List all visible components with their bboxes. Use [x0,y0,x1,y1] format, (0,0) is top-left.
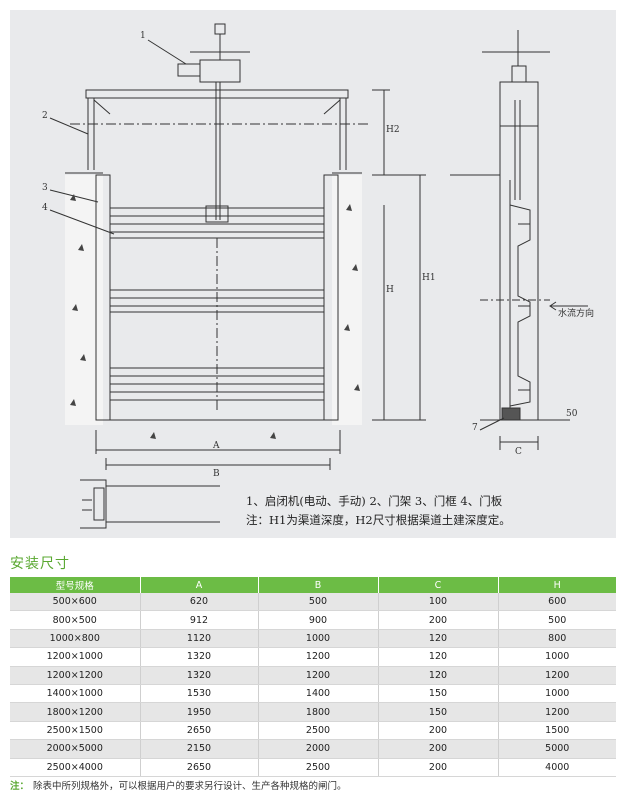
gate-drawing-svg: 1 2 3 4 7 H2 H1 H A B C 50 水流方向 [42,23,594,529]
flow-direction-label: 水流方向 [558,307,594,319]
table-header-row: 型号规格 A B C H [10,577,616,593]
table-cell: 4000 [498,758,616,777]
table-cell: 120 [378,629,499,649]
table-cell: 1400 [258,684,379,704]
table-cell: 150 [378,684,499,704]
table-cell: 5000 [498,739,616,759]
header-model: 型号规格 [10,577,141,593]
callout-2: 2 [42,111,48,121]
table-cell: 2650 [140,758,259,777]
table-cell: 2000×5000 [10,739,141,759]
technical-drawing: 1 2 3 4 7 H2 H1 H A B C 50 水流方向 1、启闭机(电动… [10,10,616,538]
table-cell: 1800×1200 [10,702,141,722]
footer-label: 注： [10,781,30,792]
table-cell: 1200 [258,647,379,667]
table-cell: 620 [140,593,259,612]
table-cell: 120 [378,666,499,685]
table-cell: 2150 [140,739,259,759]
table-cell: 1200×1000 [10,647,141,667]
table-cell: 200 [378,610,499,630]
dim-h1: H1 [422,273,436,283]
table-cell: 800 [498,629,616,649]
table-cell: 1200 [498,666,616,685]
callout-1: 1 [140,31,146,41]
callout-3: 3 [42,183,48,193]
table-cell: 1400×1000 [10,684,141,704]
table-cell: 2500×1500 [10,721,141,741]
table-cell: 1200 [498,702,616,722]
table-cell: 900 [258,610,379,630]
table-cell: 120 [378,647,499,667]
table-cell: 1000×800 [10,629,141,649]
table-cell: 2650 [140,721,259,741]
dim-h2: H2 [386,125,400,135]
table-cell: 2500×4000 [10,758,141,777]
table-cell: 1530 [140,684,259,704]
drawing-notes: 1、启闭机(电动、手动) 2、门架 3、门框 4、门板 注：H1为渠道深度，H2… [246,492,606,530]
footer-note: 注：除表中所列规格外，可以根据用户的要求另行设计、生产各种规格的闸门。 [10,778,347,792]
dim-c: C [515,447,522,457]
table-cell: 2000 [258,739,379,759]
table-cell: 1000 [498,647,616,667]
table-cell: 1200×1200 [10,666,141,685]
table-cell: 500 [498,610,616,630]
table-cell: 1200 [258,666,379,685]
concrete-hatching [70,194,360,439]
table-cell: 1000 [498,684,616,704]
table-cell: 1950 [140,702,259,722]
table-cell: 200 [378,758,499,777]
table-cell: 1320 [140,666,259,685]
table-cell: 2500 [258,721,379,741]
table-cell: 200 [378,739,499,759]
table-cell: 800×500 [10,610,141,630]
dim-b: B [213,469,220,479]
dim-a: A [212,441,220,451]
callout-7: 7 [472,423,478,433]
callout-4: 4 [42,203,48,213]
table-cell: 1800 [258,702,379,722]
table-cell: 100 [378,593,499,612]
table-cell: 2500 [258,758,379,777]
table-cell: 150 [378,702,499,722]
dim-50: 50 [566,409,578,419]
header-b: B [258,577,379,593]
table-cell: 1320 [140,647,259,667]
section-title: 安装尺寸 [10,556,70,572]
table-cell: 500 [258,593,379,612]
table-cell: 500×600 [10,593,141,612]
table-cell: 200 [378,721,499,741]
header-h: H [498,577,616,593]
parts-legend: 1、启闭机(电动、手动) 2、门架 3、门框 4、门板 [246,494,503,508]
drawing-remark: 注：H1为渠道深度，H2尺寸根据渠道土建深度定。 [246,513,511,527]
footer-text: 除表中所列规格外，可以根据用户的要求另行设计、生产各种规格的闸门。 [33,781,347,792]
table-cell: 1120 [140,629,259,649]
header-c: C [378,577,499,593]
table-cell: 1000 [258,629,379,649]
table-cell: 1500 [498,721,616,741]
table-cell: 912 [140,610,259,630]
dim-h: H [386,285,394,295]
table-cell: 600 [498,593,616,612]
header-a: A [140,577,259,593]
